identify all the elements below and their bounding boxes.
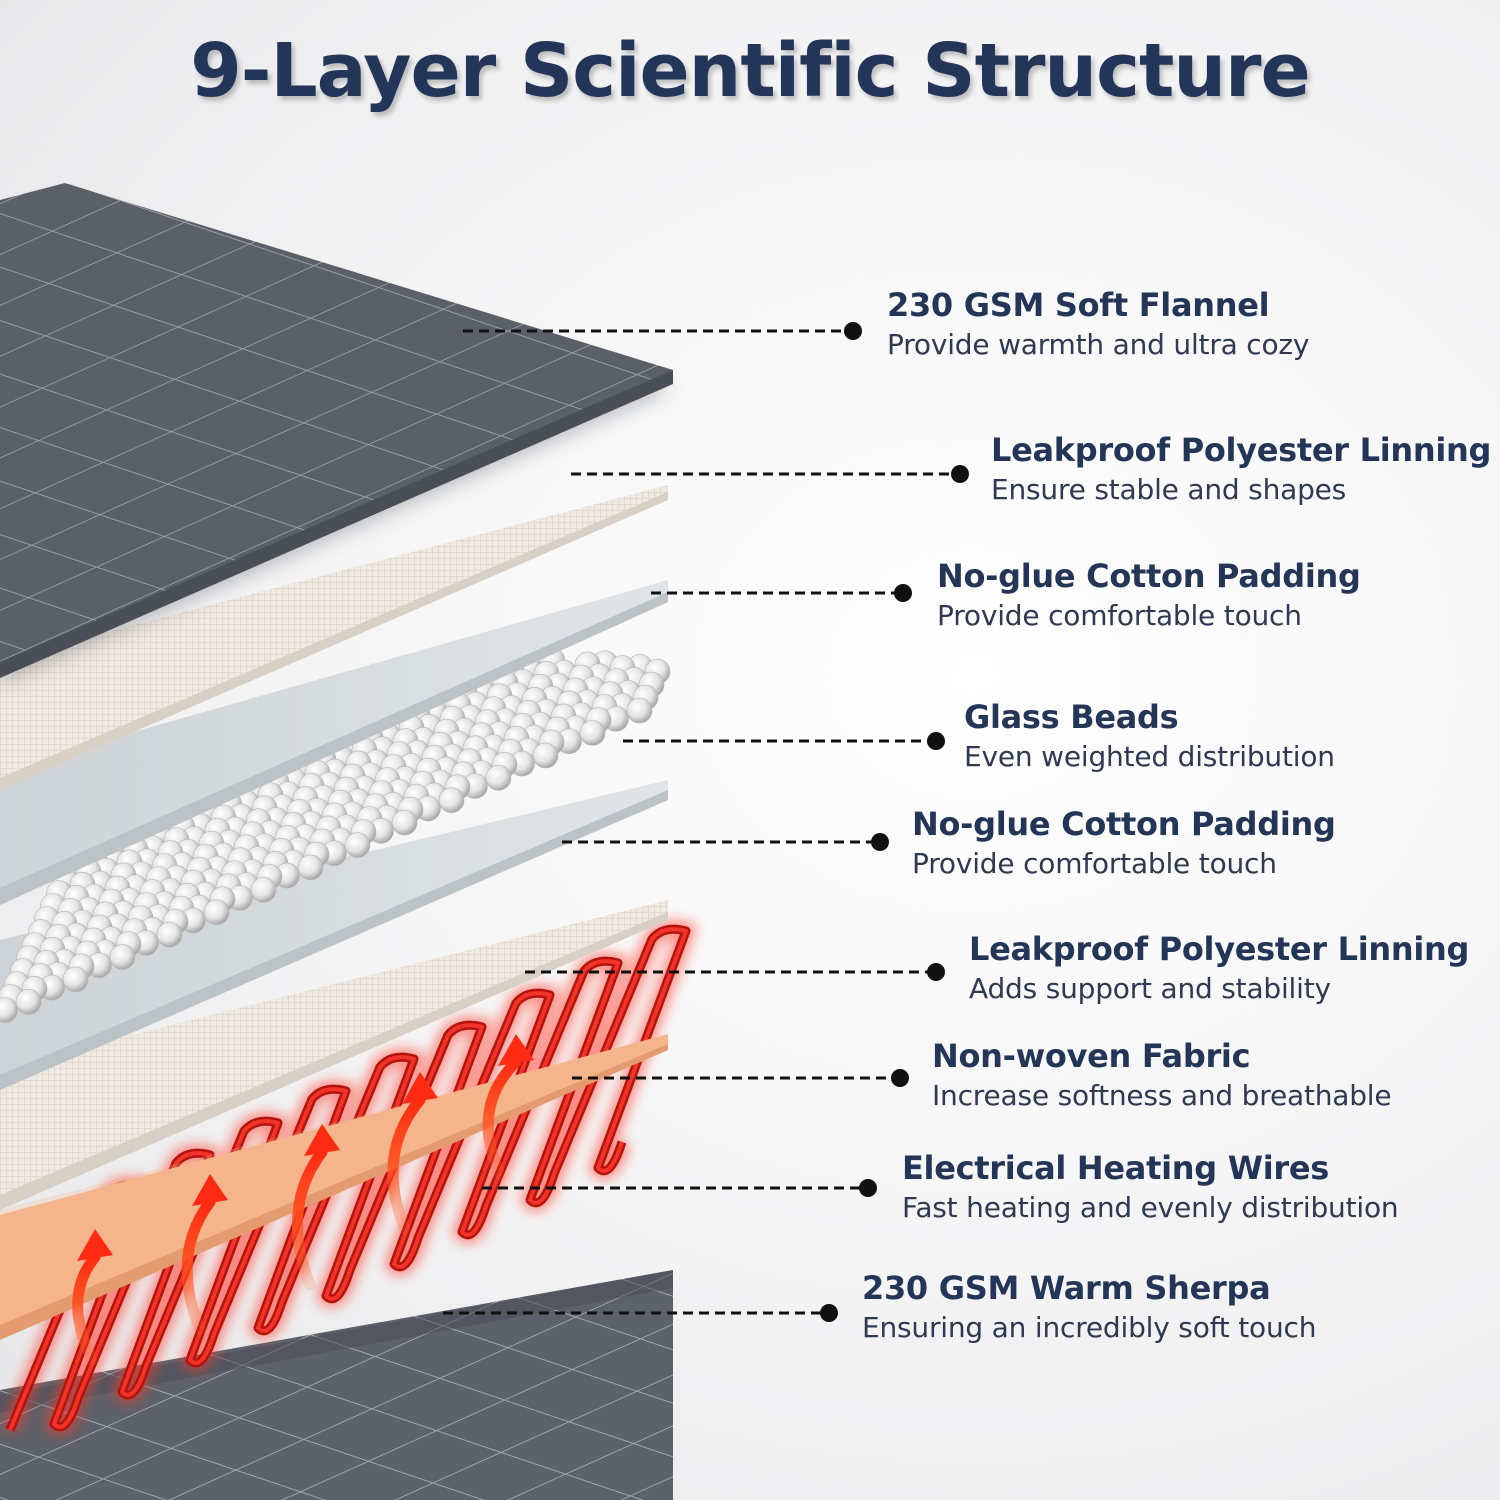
layer-description: Ensuring an incredibly soft touch: [862, 1311, 1317, 1344]
heat-arrow-head: [402, 1072, 438, 1104]
leader-dot: [894, 584, 912, 602]
label-nonwoven-fabric: Non-woven Fabric Increase softness and b…: [932, 1035, 1392, 1115]
layer-description: Provide comfortable touch: [937, 599, 1302, 632]
label-glass-beads: Glass Beads Even weighted distribution: [964, 696, 1335, 776]
glass-bead: [626, 697, 653, 724]
flannel-layer: [0, 183, 673, 683]
glass-bead: [62, 966, 89, 993]
layer-name: No-glue Cotton Padding: [937, 557, 1361, 595]
glass-bead: [203, 899, 230, 926]
layer-description: Adds support and stability: [969, 972, 1331, 1005]
padding-lower-layer: [0, 780, 668, 1090]
layer-name: Glass Beads: [964, 698, 1179, 736]
layer-name: Leakproof Polyester Linning: [991, 431, 1492, 469]
glass-bead: [156, 921, 183, 948]
glass-bead: [438, 787, 465, 814]
glass-bead: [485, 764, 512, 791]
layer-name: Non-woven Fabric: [932, 1037, 1251, 1075]
layer-description: Fast heating and evenly distribution: [902, 1191, 1399, 1224]
glass-beads-layer: [0, 647, 671, 1023]
layer-description: Even weighted distribution: [964, 740, 1335, 773]
glass-bead: [15, 988, 42, 1015]
label-warm-sherpa: 230 GSM Warm Sherpa Ensuring an incredib…: [862, 1267, 1316, 1347]
label-soft-flannel: 230 GSM Soft Flannel Provide warmth and …: [887, 284, 1309, 364]
heat-arrow: [482, 1056, 522, 1181]
layer-name: No-glue Cotton Padding: [912, 805, 1336, 843]
layer-name: Leakproof Polyester Linning: [969, 930, 1470, 968]
sherpa-layer: [0, 1270, 673, 1500]
leader-dot: [844, 322, 862, 340]
layer-name: 230 GSM Warm Sherpa: [862, 1269, 1271, 1307]
glass-bead: [579, 720, 606, 746]
leader-lines: [443, 322, 969, 1322]
label-heating-wires: Electrical Heating Wires Fast heating an…: [902, 1147, 1399, 1227]
page-title: 9-Layer Scientific Structure: [190, 28, 1310, 114]
leader-dot: [859, 1179, 877, 1197]
heat-arrow-head: [304, 1124, 340, 1156]
leader-dot: [871, 833, 889, 851]
linning-upper-layer: [0, 485, 668, 790]
label-padding-upper: No-glue Cotton Padding Provide comfortab…: [937, 555, 1361, 635]
glass-bead: [344, 832, 371, 858]
linning-lower-layer: [0, 900, 668, 1210]
heat-arrow-head: [498, 1034, 534, 1066]
heating-wire-highlight: [8, 927, 688, 1431]
padding-upper-layer: [0, 580, 668, 905]
heat-arrow: [387, 1094, 426, 1236]
layer-name: 230 GSM Soft Flannel: [887, 286, 1270, 324]
leader-dot: [820, 1304, 838, 1322]
layer-description: Provide warmth and ultra cozy: [887, 328, 1310, 361]
label-linning-upper: Leakproof Polyester Linning Ensure stabl…: [991, 429, 1491, 509]
heat-arrow: [72, 1251, 101, 1366]
label-linning-lower: Leakproof Polyester Linning Adds support…: [969, 928, 1469, 1008]
leader-dot: [951, 465, 969, 483]
heating-wires-layer: [1, 920, 698, 1436]
heat-arrow-head: [77, 1229, 113, 1261]
heat-arrow: [181, 1196, 216, 1336]
heat-arrow: [292, 1146, 328, 1291]
layer-description: Increase softness and breathable: [932, 1079, 1392, 1112]
glass-bead: [109, 944, 136, 970]
glass-bead: [391, 809, 418, 836]
layer-name: Electrical Heating Wires: [902, 1149, 1329, 1187]
heat-arrows: [72, 1034, 534, 1366]
label-padding-lower: No-glue Cotton Padding Provide comfortab…: [912, 803, 1336, 883]
layer-description: Ensure stable and shapes: [991, 473, 1347, 506]
leader-dot: [891, 1069, 909, 1087]
glass-bead: [297, 854, 324, 881]
layer-description: Provide comfortable touch: [912, 847, 1277, 880]
leader-dot: [927, 963, 945, 981]
glass-bead: [250, 876, 277, 903]
glass-bead: [0, 997, 18, 1023]
glass-bead: [532, 742, 559, 769]
nonwoven-fabric-layer: [0, 1034, 668, 1340]
leader-dot: [927, 732, 945, 750]
heat-arrow-head: [192, 1174, 228, 1206]
